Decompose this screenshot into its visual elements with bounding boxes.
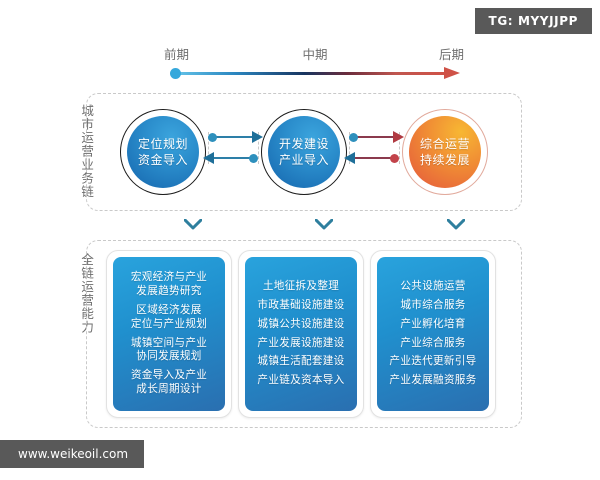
flow-node-row: 定位规划 资金导入 开发建设 产业导入 综合运营 持续发展 [86, 93, 522, 211]
flow-node-development-construction[interactable]: 开发建设 产业导入 [261, 109, 347, 195]
capability-card-construction[interactable]: 土地征拆及整理 市政基础设施建设 城镇公共设施建设 产业发展设施建设 城镇生活配… [238, 250, 364, 418]
capability-container [86, 240, 522, 428]
connector-dot-icon [390, 153, 399, 163]
connector-arrow-backward [344, 151, 399, 164]
capability-item: 宏观经济与产业 发展趋势研究 [130, 271, 208, 298]
timeline-label-late: 后期 [438, 47, 464, 62]
capability-card-body: 宏观经济与产业 发展趋势研究 区域经济发展 定位与产业规划 城镇空间与产业 协同… [113, 257, 225, 411]
capability-item: 市政基础设施建设 [257, 298, 345, 311]
business-chain-container [86, 93, 522, 211]
capability-item: 城镇公共设施建设 [257, 317, 345, 330]
chevron-down-icon [315, 219, 333, 230]
timeline-label-mid: 中期 [302, 47, 328, 62]
capability-item: 公共设施运营 [400, 280, 466, 293]
capability-item: 产业孵化培育 [400, 317, 466, 330]
site-watermark: www.weikeoil.com [0, 440, 145, 468]
phase-timeline: 前期 中期 后期 [164, 44, 464, 80]
connector-arrow-forward [349, 130, 404, 143]
capability-item: 产业发展设施建设 [257, 336, 345, 349]
capability-item: 产业链及资本导入 [257, 374, 345, 387]
capability-item: 土地征拆及整理 [262, 280, 340, 293]
capability-card-body: 公共设施运营 城市综合服务 产业孵化培育 产业综合服务 产业迭代更新引导 产业发… [377, 257, 489, 411]
timeline-start-dot-icon [170, 68, 181, 79]
capability-card-planning[interactable]: 宏观经济与产业 发展趋势研究 区域经济发展 定位与产业规划 城镇空间与产业 协同… [106, 250, 232, 418]
connector-dot-icon [249, 153, 258, 163]
connector-arrowhead-icon [203, 151, 214, 164]
timeline-label-early: 前期 [164, 47, 190, 62]
flow-node-ring [261, 109, 347, 195]
capability-item: 产业综合服务 [400, 336, 466, 349]
timeline-labels: 前期 中期 后期 [164, 44, 464, 62]
timeline-gradient-line [176, 72, 444, 75]
capability-card-row: 宏观经济与产业 发展趋势研究 区域经济发展 定位与产业规划 城镇空间与产业 协同… [86, 240, 522, 428]
connector-dash-left [208, 132, 209, 164]
timeline-arrow-head-icon [444, 67, 460, 79]
capability-item: 产业发展融资服务 [389, 374, 477, 387]
capability-item: 产业迭代更新引导 [389, 355, 477, 368]
capability-item: 城镇生活配套建设 [257, 355, 345, 368]
connector-dot-icon [349, 132, 358, 142]
capability-item: 城镇空间与产业 协同发展规划 [130, 336, 208, 363]
capability-item: 区域经济发展 定位与产业规划 [130, 303, 208, 330]
flow-node-ring [402, 109, 488, 195]
connector-dash-right [399, 132, 400, 164]
connector-arrow-forward [208, 130, 263, 143]
capability-card-body: 土地征拆及整理 市政基础设施建设 城镇公共设施建设 产业发展设施建设 城镇生活配… [245, 257, 357, 411]
flow-node-integrated-operation[interactable]: 综合运营 持续发展 [402, 109, 488, 195]
flow-node-positioning-planning[interactable]: 定位规划 资金导入 [120, 109, 206, 195]
capability-item: 资金导入及产业 成长周期设计 [130, 369, 208, 395]
connector-dash-left [349, 132, 350, 164]
tg-tag-badge: TG: MYYJJPP [474, 8, 592, 34]
connector-arrowhead-icon [344, 151, 355, 164]
capability-item: 城市综合服务 [400, 298, 466, 311]
capability-card-operation[interactable]: 公共设施运营 城市综合服务 产业孵化培育 产业综合服务 产业迭代更新引导 产业发… [370, 250, 496, 418]
connector-arrow-backward [203, 151, 258, 164]
connector-dot-icon [208, 132, 217, 142]
chevron-down-icon [184, 219, 202, 230]
connector-arrowhead-icon [393, 130, 404, 143]
timeline-arrow-bar [170, 67, 460, 80]
flow-node-ring [120, 109, 206, 195]
connector-dash-right [258, 132, 259, 164]
connector-arrowhead-icon [252, 130, 263, 143]
connector-node1-node2 [203, 128, 263, 176]
chevron-down-icon [447, 219, 465, 230]
connector-node2-node3 [344, 128, 404, 176]
